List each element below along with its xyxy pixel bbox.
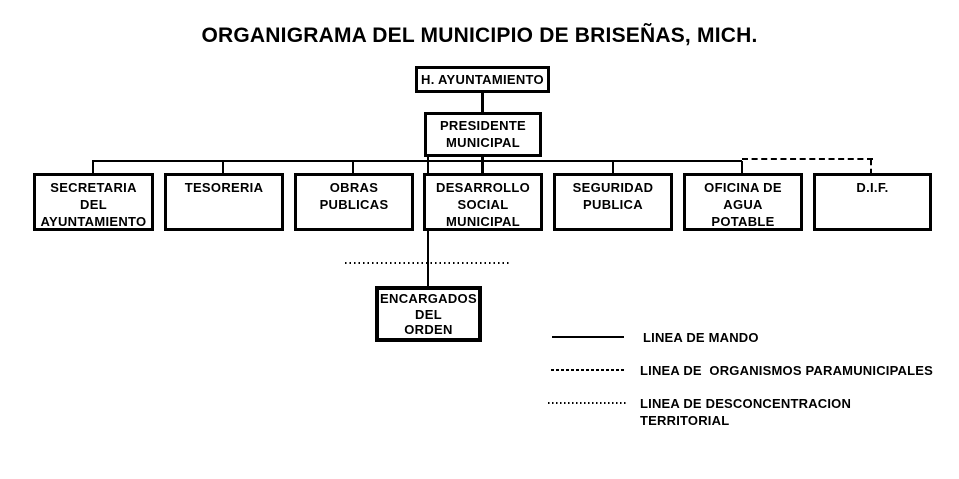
org-box-oficina-de-agua-potable: OFICINA DE AGUA POTABLE bbox=[683, 173, 803, 231]
org-box-encargados-del-orden: ENCARGADOS DEL ORDEN bbox=[375, 286, 482, 342]
org-box-obras-publicas: OBRAS PUBLICAS bbox=[294, 173, 414, 231]
legend-dashed-line-swatch bbox=[551, 369, 625, 371]
org-box-presidente-municipal: PRESIDENTE MUNICIPAL bbox=[424, 112, 542, 157]
org-box-label: TESORERIA bbox=[184, 180, 264, 195]
org-box-label: SECRETARIA DEL AYUNTAMIENTO bbox=[40, 180, 147, 229]
legend-label-desconcentracion-territorial: LINEA DE DESCONCENTRACION TERRITORIAL bbox=[640, 396, 852, 428]
org-box-label: OFICINA DE AGUA POTABLE bbox=[704, 180, 782, 229]
connector-stub-obras bbox=[352, 161, 354, 174]
org-box-label: H. AYUNTAMIENTO bbox=[421, 72, 544, 87]
connector-dotted-desconcentracion bbox=[345, 262, 511, 264]
org-box-label: SEGURIDAD PUBLICA bbox=[572, 180, 654, 212]
connector-stub-secretaria bbox=[92, 161, 94, 174]
chart-title: ORGANIGRAMA DEL MUNICIPIO DE BRISEÑAS, M… bbox=[201, 24, 758, 47]
connector-dashed-paramunicipal-v bbox=[870, 160, 872, 174]
org-box-label: D.I.F. bbox=[856, 180, 889, 195]
legend-solid-line-swatch bbox=[552, 336, 624, 338]
connector-stub-seguridad bbox=[612, 161, 614, 174]
org-box-label: DESARROLLO SOCIAL MUNICIPAL bbox=[436, 180, 530, 229]
legend-dotted-line-swatch bbox=[548, 402, 628, 404]
connector-dashed-paramunicipal-h bbox=[742, 158, 873, 160]
org-box-seguridad-publica: SEGURIDAD PUBLICA bbox=[553, 173, 673, 231]
org-box-secretaria-del-ayuntamiento: SECRETARIA DEL AYUNTAMIENTO bbox=[33, 173, 154, 231]
connector-executive-to-bus bbox=[481, 155, 484, 174]
org-box-label: ENCARGADOS DEL ORDEN bbox=[380, 291, 477, 337]
connector-root-to-executive bbox=[481, 92, 484, 113]
org-box-dif: D.I.F. bbox=[813, 173, 932, 231]
legend-label-linea-de-mando: LINEA DE MANDO bbox=[643, 330, 759, 345]
org-box-tesoreria: TESORERIA bbox=[164, 173, 284, 231]
connector-horizontal-bus bbox=[92, 160, 742, 162]
connector-stub-agua bbox=[741, 161, 743, 174]
org-box-label: PRESIDENTE MUNICIPAL bbox=[439, 118, 527, 150]
org-box-h-ayuntamiento: H. AYUNTAMIENTO bbox=[415, 66, 550, 93]
legend-label-organismos-paramunicipales: LINEA DE ORGANISMOS PARAMUNICIPALES bbox=[640, 363, 933, 378]
org-box-label: OBRAS PUBLICAS bbox=[319, 180, 389, 212]
org-box-desarrollo-social-municipal: DESARROLLO SOCIAL MUNICIPAL bbox=[423, 173, 543, 231]
connector-stub-tesoreria bbox=[222, 161, 224, 174]
